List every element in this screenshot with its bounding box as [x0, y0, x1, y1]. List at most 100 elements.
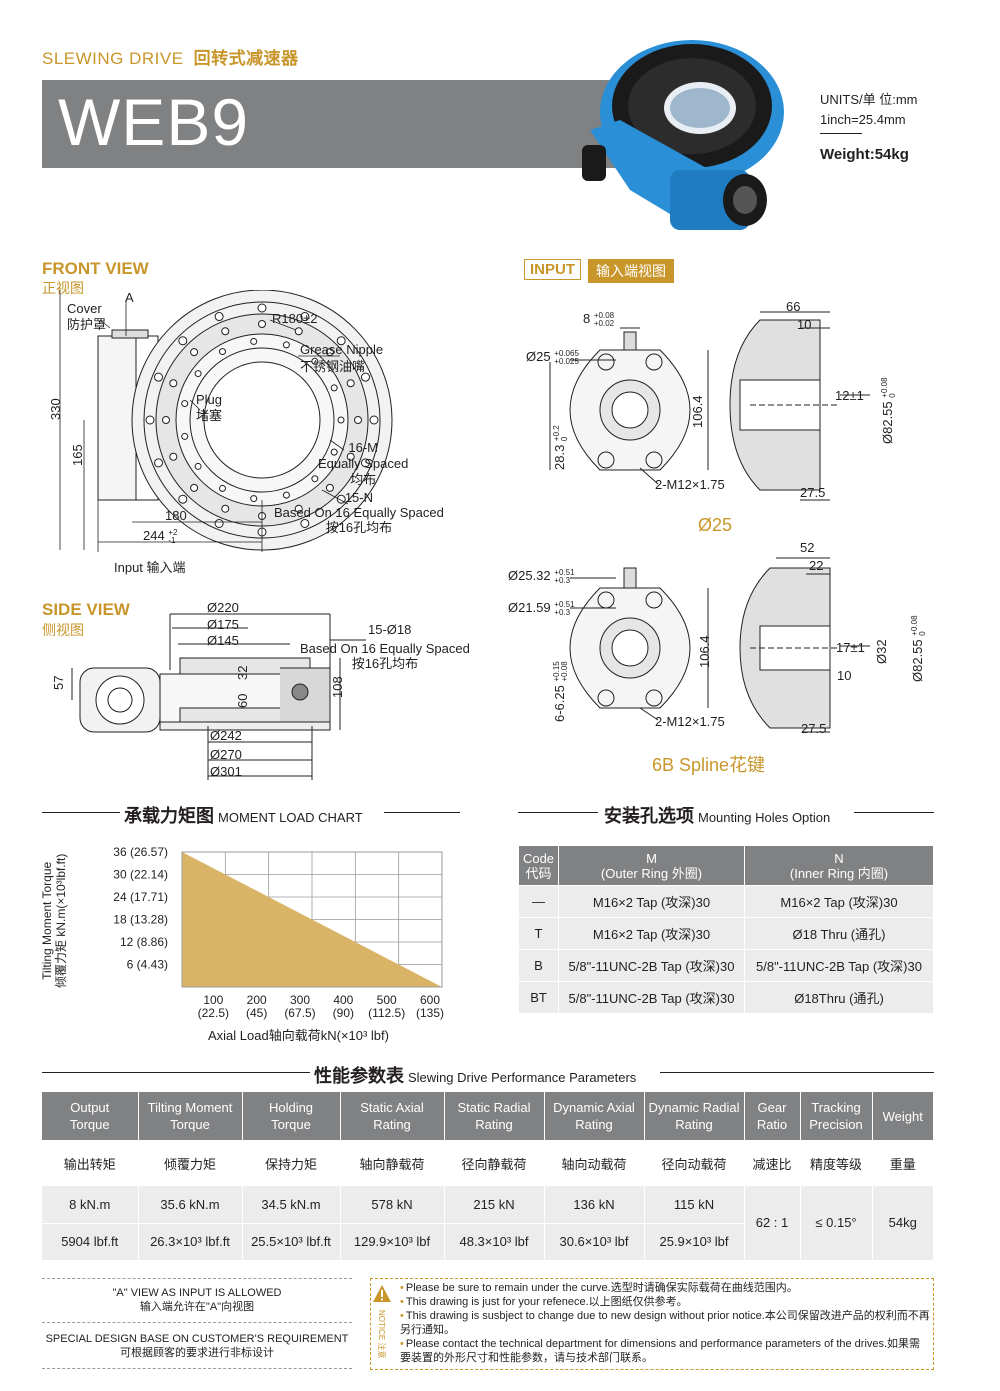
front-view-title-cn: 正视图	[42, 280, 84, 296]
bolt-hole	[169, 452, 178, 461]
x-tick-label: 400	[333, 993, 353, 1007]
x-tick-sublabel: (112.5)	[368, 1006, 405, 1020]
table-row: B 5/8"-11UNC-2B Tap (攻深)30 5/8"-11UNC-2B…	[518, 949, 934, 982]
perf-header-line1: Weight	[882, 1108, 923, 1124]
bolt-hole	[346, 452, 355, 461]
input-a-d66: 66	[786, 299, 801, 314]
bolt-hole	[194, 462, 202, 470]
dim-244-value: 244	[143, 528, 165, 543]
a-view-cn: 输入端允许在"A"向视图	[139, 1301, 255, 1313]
mount-code-cn: 代码	[525, 865, 552, 881]
bolt-hole	[194, 370, 202, 378]
list-item: This drawing is susbject to change due t…	[400, 1309, 930, 1337]
perf-metric-value: 215 kN	[444, 1186, 545, 1224]
input-a-d12: 12±1	[835, 388, 864, 403]
perf-cn-label: 保持力矩	[242, 1140, 341, 1186]
input-b-caption: 6B Spline花键	[652, 751, 765, 777]
perf-gear-ratio: 62 : 1	[744, 1186, 801, 1261]
footer-rule-mid	[42, 1322, 352, 1323]
input-a-key-tol-dn: +0.02	[593, 318, 615, 328]
perf-cn-label: 轴向动载荷	[544, 1140, 645, 1186]
input-b-spline: 6-6.25 +0.15 +0.08	[552, 661, 569, 722]
bolt-hole	[369, 415, 379, 425]
mounting-title-cn: 安装孔选项	[604, 806, 694, 826]
perf-header-line1: Static Axial	[360, 1100, 424, 1115]
perf-cn-label: 倾覆力矩	[138, 1140, 243, 1186]
performance-title-cn: 性能参数表	[314, 1066, 404, 1086]
y-tick-label: 12 (8.86)	[120, 935, 168, 949]
input-b-d32: Ø32	[874, 639, 889, 664]
bolt-hole	[250, 495, 258, 503]
mount-m-label: M	[646, 850, 657, 866]
input-a-h283-tol-dn: 0	[559, 436, 569, 442]
input-b-d17: 17±1	[836, 640, 865, 655]
bolt-hole	[337, 416, 345, 424]
bolt-hole	[258, 320, 266, 328]
input-a-bore: Ø25 +0.065 +0.025	[526, 349, 579, 366]
cover-cn: 防护罩	[67, 317, 107, 332]
bolt-hole	[154, 372, 164, 382]
input-view-b-drawing	[569, 557, 870, 733]
perf-metric-value: 8 kN.m	[42, 1186, 139, 1224]
bolt-hole	[219, 484, 226, 492]
perf-imperial-value: 25.5×10³ lbf.ft	[242, 1223, 341, 1260]
input-a-bore-tol-up: +0.065	[554, 348, 579, 358]
bolt-hole	[294, 327, 303, 336]
dim-244: 244 +2 -1	[143, 528, 177, 545]
input-label: Input 输入端	[114, 560, 186, 575]
bolt-hole	[311, 475, 319, 483]
view-a-label: A	[125, 290, 134, 305]
input-view-title-cn: 输入端视图	[588, 259, 674, 283]
mount-m-value: 5/8"-11UNC-2B Tap (攻深)30	[558, 981, 745, 1014]
bolt-hole	[162, 416, 170, 424]
side-view-drawing	[71, 613, 366, 780]
mounting-table: Code 代码 M (Outer Ring 外圈) N (Inner Ring …	[518, 845, 934, 1014]
input-view-title: INPUT	[524, 259, 581, 280]
mount-m-header: M (Outer Ring 外圈)	[558, 845, 745, 886]
perf-cn-label: 精度等级	[800, 1140, 873, 1186]
bolt-hole	[360, 458, 370, 468]
mount-rule-right	[854, 812, 934, 813]
moment-rule-left	[42, 812, 120, 813]
mount-code: —	[518, 885, 559, 918]
bolt-hole	[346, 379, 355, 388]
bolt-hole	[360, 372, 370, 382]
perf-header-line1: Dynamic Radial	[648, 1100, 740, 1115]
inch-conversion: 1inch=25.4mm	[820, 112, 906, 127]
table-row: T M16×2 Tap (攻深)30 Ø18 Thru (通孔)	[518, 917, 934, 950]
bolt-hole	[169, 379, 178, 388]
front-view-drawing	[59, 290, 393, 552]
m16-text: 16-M	[348, 440, 378, 455]
table-row: BT 5/8"-11UNC-2B Tap (攻深)30 Ø18Thru (通孔)	[518, 981, 934, 1014]
bolt-hole	[154, 458, 164, 468]
perf-cn-label: 重量	[872, 1140, 934, 1186]
perf-cn-label: 径向动载荷	[644, 1140, 745, 1186]
perf-header-line2: Rating	[373, 1117, 411, 1132]
a-view-en: "A" VIEW AS INPUT IS ALLOWED	[112, 1287, 282, 1299]
grease-cn: 不锈钢油嘴	[300, 359, 366, 374]
perf-imperial-value: 30.6×10³ lbf	[544, 1223, 645, 1260]
mounting-header-row: Code 代码 M (Outer Ring 外圈) N (Inner Ring …	[518, 845, 934, 886]
grease-nipple-label: Grease Nipple 不锈钢油嘴	[300, 341, 383, 375]
perf-header-line2: Torque	[271, 1117, 311, 1132]
input-a-bore-value: Ø25	[526, 349, 551, 364]
bolt-hole	[221, 327, 230, 336]
performance-title-en: Slewing Drive Performance Parameters	[408, 1070, 637, 1085]
input-a-bolts: 2-M12×1.75	[655, 477, 725, 492]
x-tick-sublabel: (90)	[333, 1006, 354, 1020]
perf-cn-label: 输出转矩	[42, 1140, 139, 1186]
plug-label: Plug 堵塞	[196, 392, 222, 424]
bolt-hole	[300, 518, 310, 528]
input-b-d8255-tol-dn: 0	[917, 631, 927, 636]
notice-list: Please be sure to remain under the curve…	[400, 1281, 930, 1365]
bolt-hole	[181, 432, 189, 440]
bolt-hole	[257, 303, 267, 313]
input-b-major-tol-dn: +0.3	[554, 575, 571, 585]
input-b-minor-tol-dn: +0.3	[554, 607, 571, 617]
mount-n-header: N (Inner Ring 内圈)	[744, 845, 934, 886]
